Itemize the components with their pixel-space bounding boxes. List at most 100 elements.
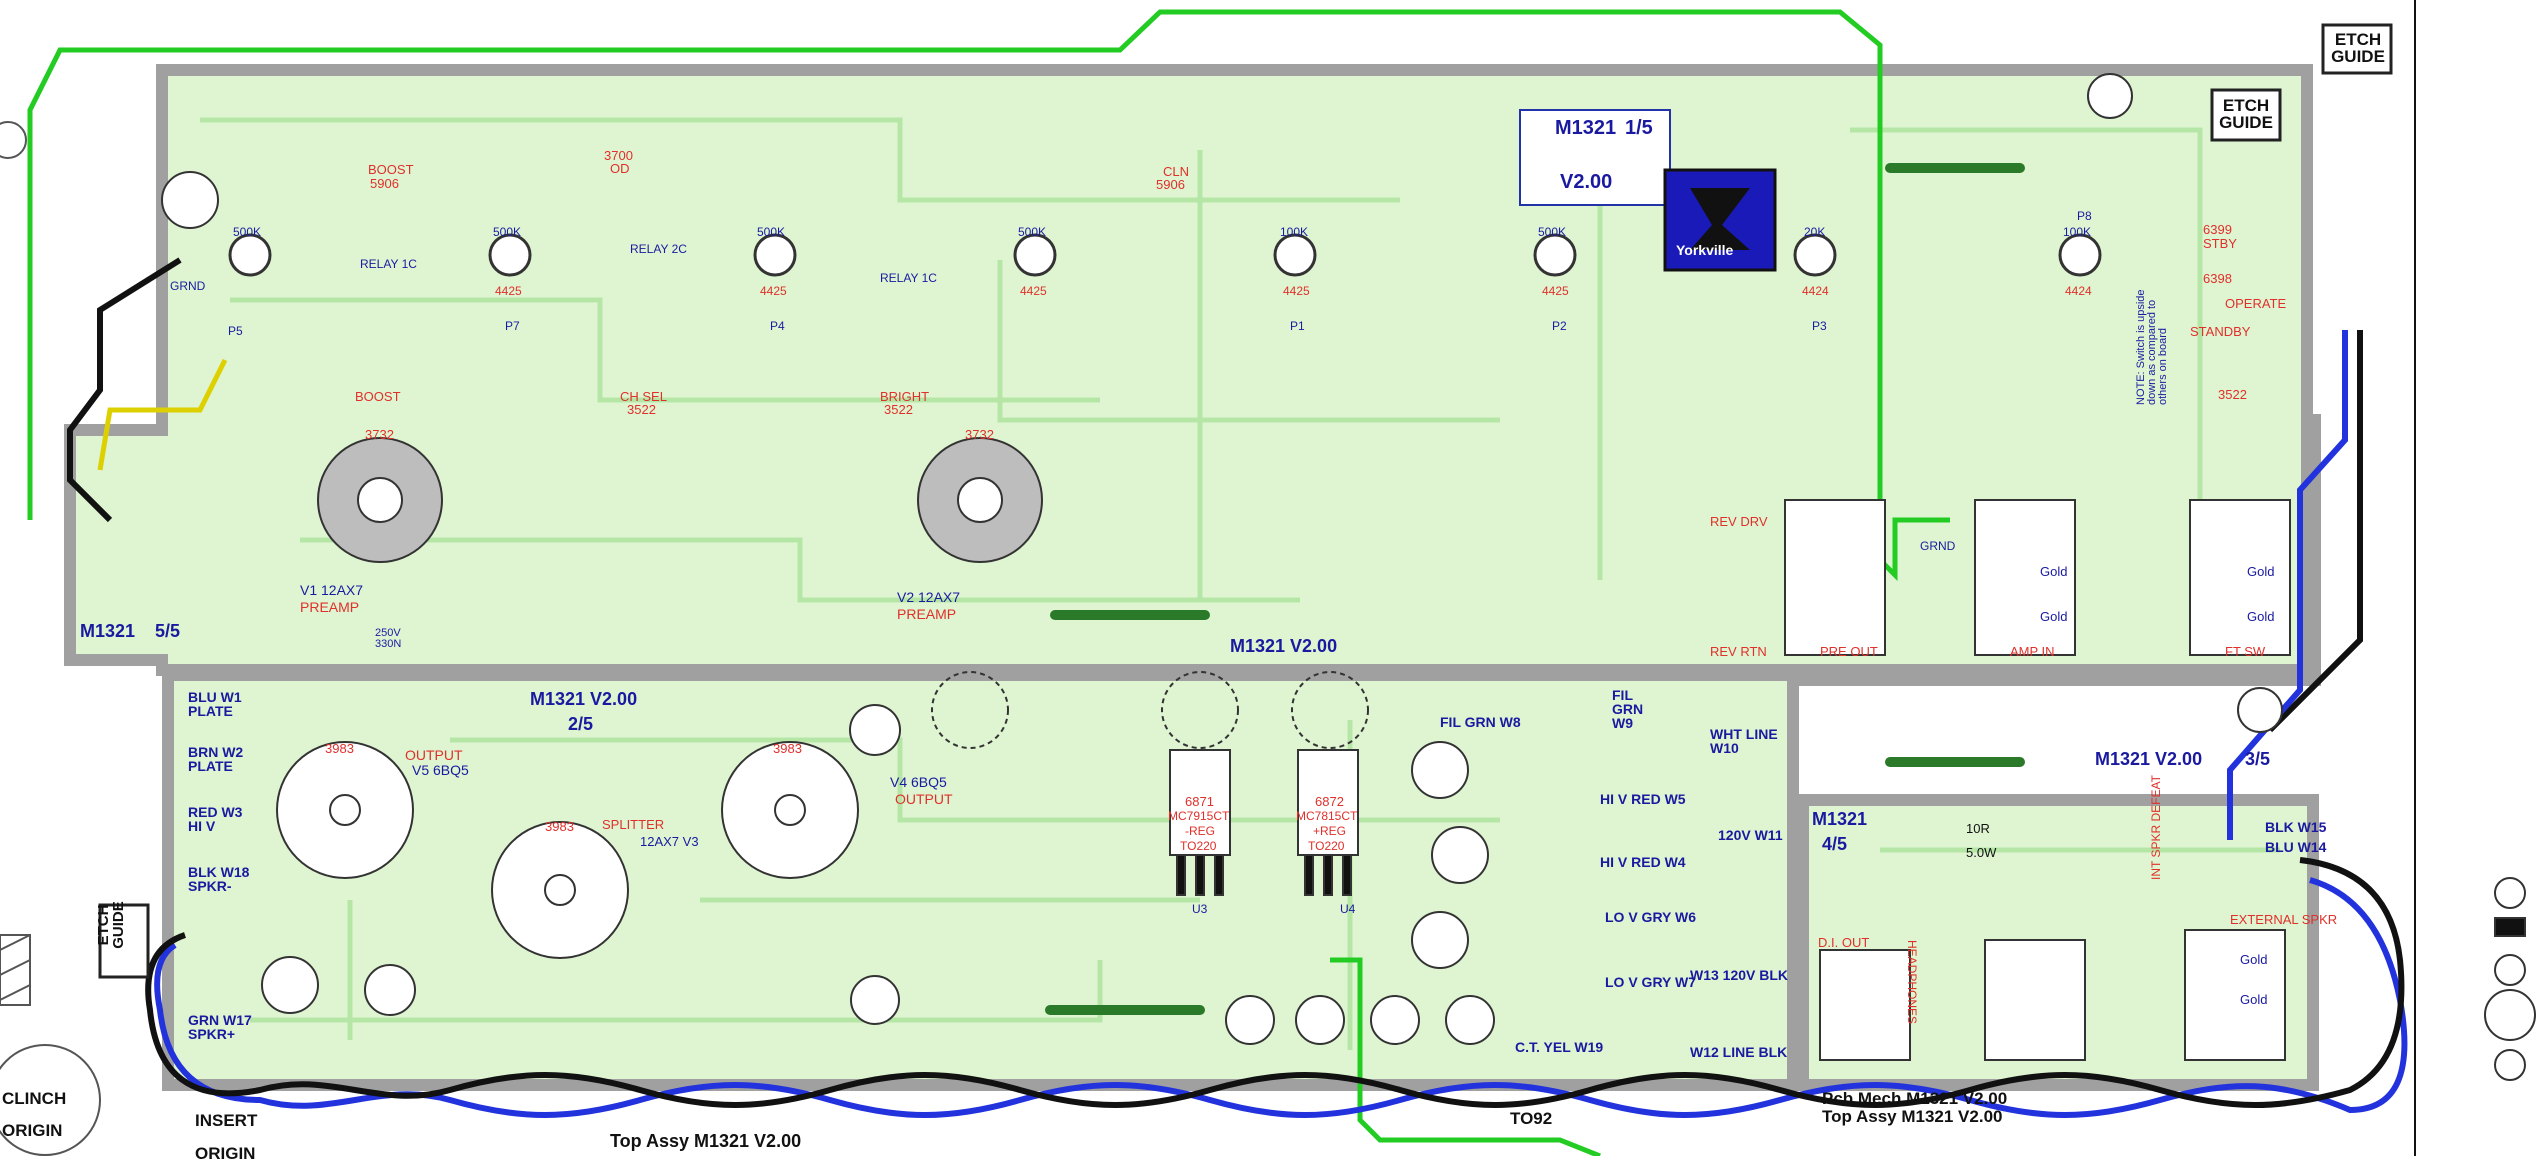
section-3-label: M1321 V2.00 — [2095, 749, 2203, 769]
reg-u3-part: MC7915CT — [1168, 809, 1230, 823]
tube-v2-code: 3732 — [965, 427, 994, 442]
jack-j7: REV DRV — [1710, 514, 1768, 529]
pot-p3-ref: P3 — [1812, 319, 1827, 333]
etch-guide-mid: ETCH GUIDE — [2219, 96, 2273, 132]
title-sheet: 1/5 — [1625, 117, 1653, 139]
footer-pcb-mech: Pcb Mech M1321 V2.00 — [1822, 1089, 2008, 1108]
led-operate-code: 6398 — [2203, 271, 2232, 286]
gold-5: Gold — [2240, 952, 2268, 967]
wire-w10: WHT LINE W10 — [1710, 726, 1778, 756]
ground-label: GRND — [170, 279, 206, 293]
led-stby-label: STBY — [2203, 236, 2237, 251]
title-version: V2.00 — [1560, 171, 1613, 193]
bottom-black-wire — [145, 857, 2405, 1108]
logo-text: Yorkville — [1676, 242, 1734, 258]
tube-v3-sub: SPLITTER — [602, 817, 665, 832]
led-boost-label: BOOST — [368, 162, 414, 177]
wire-w19: C.T. YEL W19 — [1515, 1039, 1604, 1055]
switch-bright-code: 3522 — [884, 402, 913, 417]
footer-clinch: CLINCH — [2, 1089, 67, 1108]
section-4-label: M1321 — [1812, 809, 1868, 829]
jack-j8: EXTERNAL SPKR — [2230, 912, 2338, 927]
title-box — [1519, 109, 1671, 206]
led-stby-code: 6399 — [2203, 222, 2232, 237]
pot-p3-code: 4424 — [1802, 284, 1829, 298]
switch-ch-sel: CH SEL — [620, 389, 667, 404]
right-black-wire — [2267, 330, 2363, 733]
mount-holes — [931, 671, 1369, 749]
footer-to92: TO92 — [1510, 1109, 1553, 1128]
pot-p2-ref: P2 — [1552, 319, 1567, 333]
section-5-label: M1321 — [80, 621, 136, 641]
jack-j5: AMP IN — [2010, 644, 2055, 659]
pot-p4-code: 4425 — [760, 284, 787, 298]
res-5w: 5.0W — [1966, 845, 1997, 860]
jack-j6: REV RTN — [1710, 644, 1767, 659]
pot-p7-ref: P7 — [505, 319, 520, 333]
title-model: M1321 — [1555, 117, 1617, 139]
tube-v5-name: V5 6BQ5 — [412, 762, 469, 778]
wire-w7: LO V GRY W7 — [1605, 974, 1697, 990]
section-2-label: M1321 V2.00 — [530, 689, 638, 709]
gold-1: Gold — [2247, 564, 2275, 579]
black-wire — [67, 257, 182, 523]
switch-boost: BOOST — [355, 389, 401, 404]
switch-standby-code: 3522 — [2218, 387, 2247, 402]
tube-v3-code: 3983 — [545, 819, 574, 834]
res-10r: 10R — [1966, 821, 1990, 836]
wire-w4: HI V RED W4 — [1600, 854, 1686, 870]
led-boost-code: 5906 — [370, 176, 399, 191]
pot-p4-value: 500K — [757, 225, 786, 239]
reg-u3-code: 6871 — [1185, 794, 1214, 809]
tube-v4-sub: OUTPUT — [895, 791, 953, 807]
reg-u4-code: 6872 — [1315, 794, 1344, 809]
relay-3: RELAY 1C — [880, 271, 937, 285]
footer-origin: ORIGIN — [195, 1144, 256, 1163]
led-cln-code: 5906 — [1156, 177, 1185, 192]
switch-standby: STANDBY — [2190, 324, 2251, 339]
pot-p1-value: 100K — [1280, 225, 1309, 239]
cap-c60-value: 250V 330N — [375, 627, 402, 650]
wire-w2: BRN W2 PLATE — [188, 744, 244, 774]
gold-3: Gold — [2040, 564, 2068, 579]
pot-p1-code: 4425 — [1283, 284, 1310, 298]
wire-w12: W12 LINE BLK — [1690, 1044, 1788, 1060]
switch-note: NOTE: Switch is upside down as compared … — [2135, 289, 2169, 405]
reg-u4-ref: U4 — [1340, 902, 1356, 916]
etch-guide-top: ETCH GUIDE — [2331, 30, 2385, 66]
relay-2: RELAY 2C — [630, 242, 687, 256]
gold-4: Gold — [2040, 609, 2068, 624]
pot-p2-code: 4425 — [1542, 284, 1569, 298]
int-spkr-defeat: INT SPKR DEFEAT — [2149, 775, 2163, 880]
pots — [228, 233, 2102, 277]
pot-p8-value: 100K — [2063, 225, 2092, 239]
pot-p7-code: 4425 — [495, 284, 522, 298]
preamp-board-label: M1321 V2.00 — [1230, 636, 1338, 656]
tube-v4-name: V4 6BQ5 — [890, 774, 947, 790]
pot-p8-code: 4424 — [2065, 284, 2092, 298]
reg-u3-ref: U3 — [1192, 902, 1208, 916]
etch-guide-left: ETCH GUIDE — [95, 901, 127, 949]
board-fill — [76, 76, 2307, 1079]
tube-v5-code: 3983 — [325, 741, 354, 756]
left-hatch — [0, 121, 31, 1006]
reg-u4-part: MC7815CT — [1296, 809, 1358, 823]
wire-w14: BLU W14 — [2265, 839, 2327, 855]
wire-w6: LO V GRY W6 — [1605, 909, 1697, 925]
section-2-sheet: 2/5 — [568, 714, 594, 734]
section-5-sheet: 5/5 — [155, 621, 181, 641]
tube-sockets — [317, 437, 1043, 563]
section-4-sheet: 4/5 — [1822, 834, 1848, 854]
switch-bright: BRIGHT — [880, 389, 930, 404]
gold-6: Gold — [2240, 992, 2268, 1007]
right-blue-wire — [2227, 330, 2348, 840]
tube-v2-sub: PREAMP — [897, 606, 957, 622]
gold-2: Gold — [2247, 609, 2275, 624]
etch-boxes — [98, 23, 2393, 979]
wire-w8: FIL GRN W8 — [1440, 714, 1521, 730]
pot-p5-value: 500K — [233, 225, 262, 239]
section-3-sheet: 3/5 — [2245, 749, 2271, 769]
reg-u3-pkg: TO220 — [1180, 839, 1217, 853]
wire-w3: RED W3 HI V — [188, 804, 243, 834]
